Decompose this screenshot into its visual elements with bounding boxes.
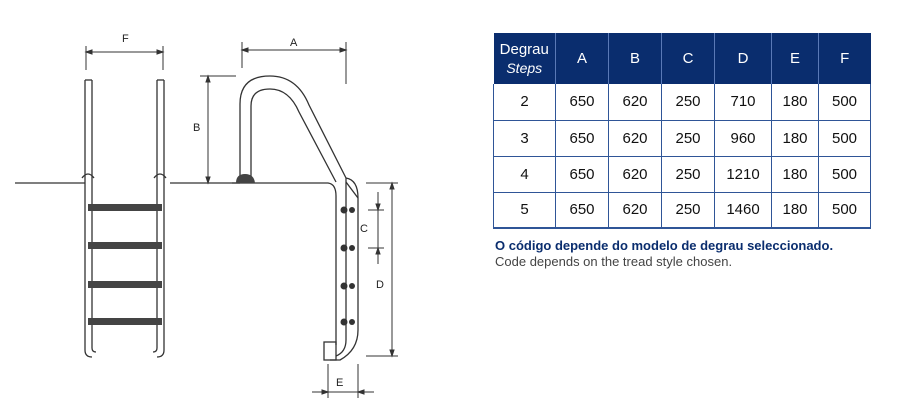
cell-b: 620 bbox=[608, 192, 662, 229]
cell-c: 250 bbox=[661, 156, 715, 193]
cell-c: 250 bbox=[661, 120, 715, 157]
cell-c: 250 bbox=[661, 84, 715, 121]
dimensions-table: Degrau Steps A B C D E F 2 650 620 250 7… bbox=[493, 33, 871, 229]
label-a: A bbox=[290, 37, 298, 49]
dimension-f bbox=[84, 46, 165, 70]
header-col-e: E bbox=[771, 33, 819, 84]
ladder-drawing: F A bbox=[15, 33, 398, 398]
cell-b: 620 bbox=[608, 120, 662, 157]
header-col-d: D bbox=[714, 33, 772, 84]
cell-b: 620 bbox=[608, 156, 662, 193]
footnote-portuguese: O código depende do modelo de degrau sel… bbox=[495, 238, 834, 253]
label-e: E bbox=[336, 377, 343, 389]
header-col-f: F bbox=[818, 33, 871, 84]
dimension-a bbox=[240, 42, 348, 84]
deck-anchor bbox=[236, 174, 255, 183]
cell-a: 650 bbox=[555, 192, 609, 229]
table-row: 3 650 620 250 960 180 500 bbox=[493, 120, 871, 157]
cell-steps: 4 bbox=[493, 156, 556, 193]
label-c: C bbox=[360, 223, 368, 235]
label-b: B bbox=[193, 122, 200, 134]
front-view-steps bbox=[88, 204, 162, 325]
cell-f: 500 bbox=[818, 156, 871, 193]
table-row: 2 650 620 250 710 180 500 bbox=[493, 84, 871, 121]
header-col-c: C bbox=[661, 33, 715, 84]
cell-d: 1210 bbox=[714, 156, 772, 193]
ladder-diagram-svg: F A bbox=[15, 33, 398, 398]
footnote: O código depende do modelo de degrau sel… bbox=[495, 238, 833, 270]
header-col-b: B bbox=[608, 33, 662, 84]
dimension-e bbox=[312, 364, 374, 398]
header-steps-en: Steps bbox=[506, 60, 543, 76]
cell-e: 180 bbox=[771, 84, 819, 121]
side-view-step-brackets bbox=[340, 206, 355, 326]
cell-f: 500 bbox=[818, 84, 871, 121]
header-steps-pt: Degrau bbox=[499, 41, 549, 58]
cell-a: 650 bbox=[555, 156, 609, 193]
cell-d: 710 bbox=[714, 84, 772, 121]
cell-e: 180 bbox=[771, 192, 819, 229]
cell-e: 180 bbox=[771, 120, 819, 157]
cell-d: 1460 bbox=[714, 192, 772, 229]
dimension-d bbox=[366, 181, 398, 358]
cell-b: 620 bbox=[608, 84, 662, 121]
cell-d: 960 bbox=[714, 120, 772, 157]
side-view-handrail bbox=[239, 75, 359, 361]
cell-a: 650 bbox=[555, 84, 609, 121]
table-row: 5 650 620 250 1460 180 500 bbox=[493, 192, 871, 229]
cell-f: 500 bbox=[818, 120, 871, 157]
table-header-row: Degrau Steps A B C D E F bbox=[493, 33, 871, 84]
cell-a: 650 bbox=[555, 120, 609, 157]
cell-e: 180 bbox=[771, 156, 819, 193]
header-steps: Degrau Steps bbox=[493, 33, 556, 84]
cell-c: 250 bbox=[661, 192, 715, 229]
dimension-b bbox=[200, 74, 236, 185]
front-view-rails bbox=[81, 79, 167, 358]
label-f: F bbox=[122, 33, 129, 45]
pool-wall bbox=[232, 182, 337, 345]
cell-steps: 2 bbox=[493, 84, 556, 121]
cell-steps: 3 bbox=[493, 120, 556, 157]
dimension-c bbox=[368, 192, 384, 264]
footnote-english: Code depends on the tread style chosen. bbox=[495, 254, 733, 269]
cell-steps: 5 bbox=[493, 192, 556, 229]
cell-f: 500 bbox=[818, 192, 871, 229]
header-col-a: A bbox=[555, 33, 609, 84]
label-d: D bbox=[376, 279, 384, 291]
table-row: 4 650 620 250 1210 180 500 bbox=[493, 156, 871, 193]
